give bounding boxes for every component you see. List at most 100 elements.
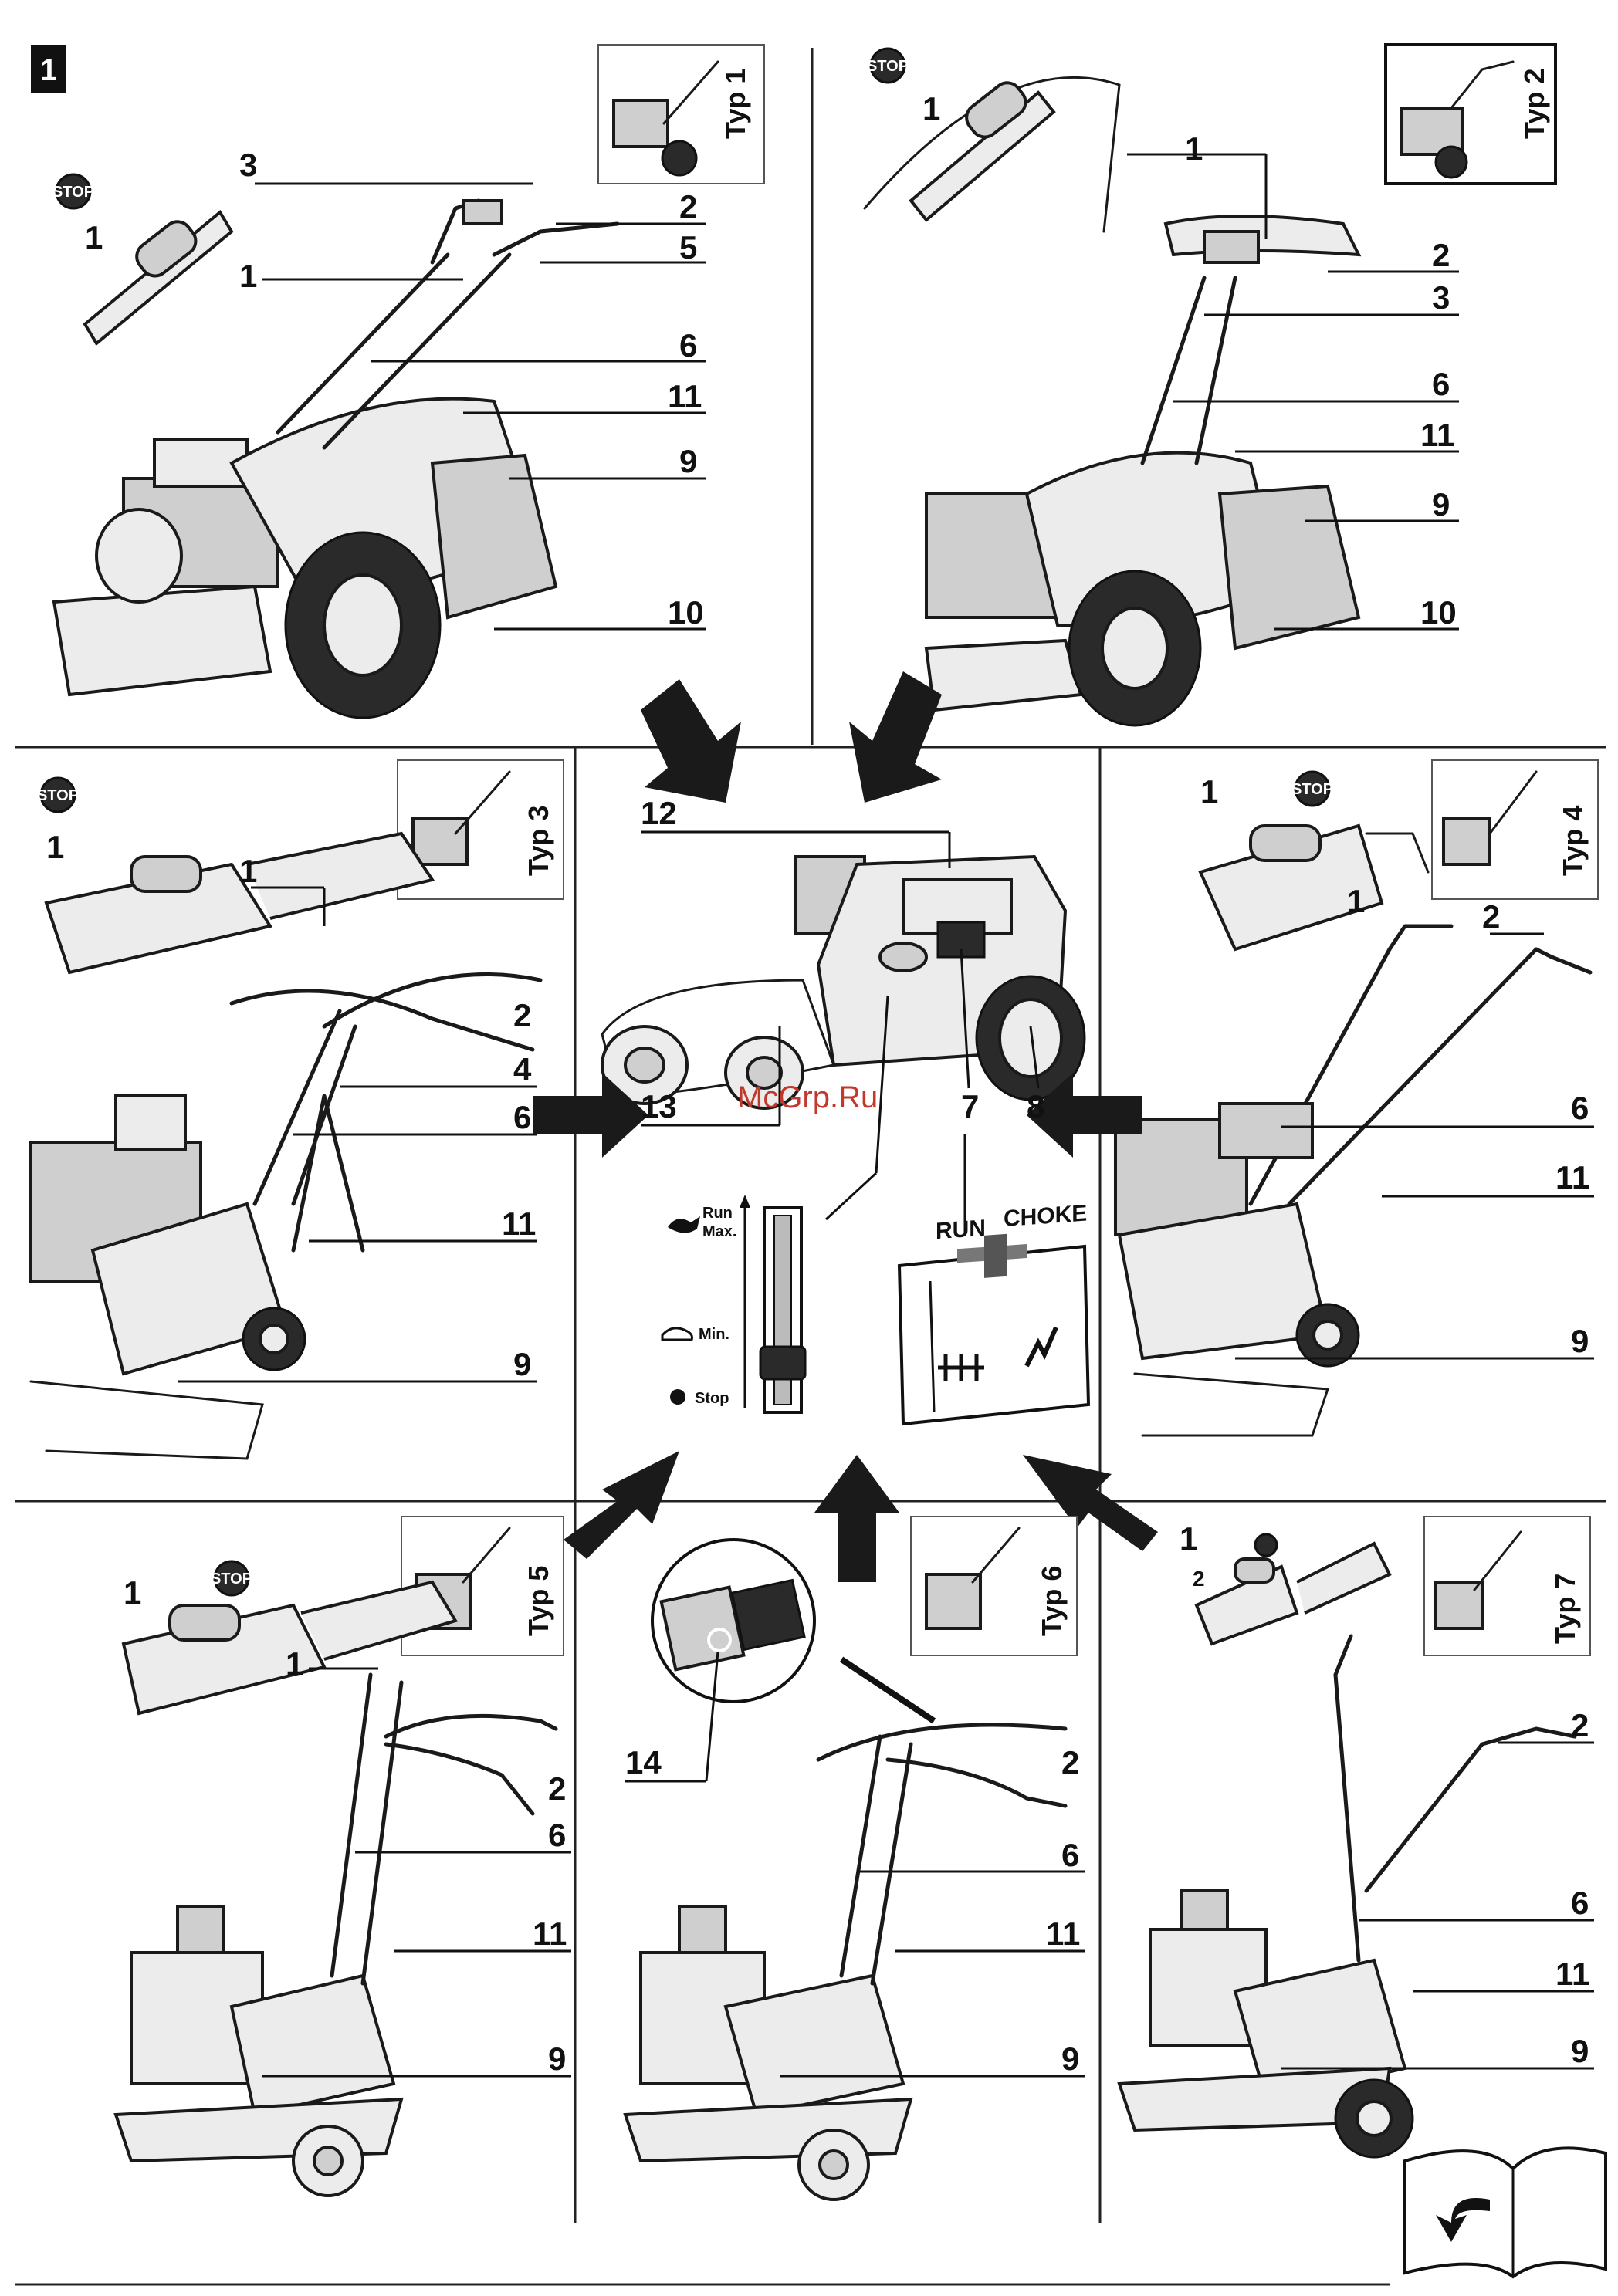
typ3-callout-1b: 1 xyxy=(239,853,257,889)
typ2-callout-6: 6 xyxy=(1432,366,1450,402)
typ7-tiller-illustration xyxy=(1119,1636,1575,2157)
panel-typ1: Typ 1 STOP 3 2 xyxy=(52,45,764,718)
typ3-callout-9: 9 xyxy=(513,1346,531,1382)
typ5-callout-2: 2 xyxy=(548,1770,566,1807)
typ6-thumbnail: Typ 6 xyxy=(911,1517,1077,1655)
typ1-callout-2: 2 xyxy=(679,188,697,225)
center-callout-12: 12 xyxy=(641,795,677,831)
center-callout-7: 7 xyxy=(961,1088,979,1124)
typ5-tiller-illustration xyxy=(116,1675,556,2196)
typ2-throttle-inset: STOP xyxy=(865,49,1119,232)
typ6-callout-11: 11 xyxy=(1046,1916,1080,1952)
typ1-label: Typ 1 xyxy=(719,69,751,139)
typ7-callout-2-small: 2 xyxy=(1193,1567,1205,1591)
typ3-tiller-illustration xyxy=(31,975,540,1459)
typ2-callout-11: 11 xyxy=(1420,417,1454,453)
typ4-callout-9: 9 xyxy=(1571,1323,1589,1359)
throttle-scale: Run Max. Min. Stop xyxy=(662,1195,805,1412)
choke-plate: RUN CHOKE xyxy=(899,1201,1088,1424)
typ5-label: Typ 5 xyxy=(523,1566,554,1636)
typ4-thumbnail: Typ 4 xyxy=(1432,760,1598,899)
watermark: McGrp.Ru xyxy=(737,1080,878,1114)
typ4-callout-2: 2 xyxy=(1482,898,1500,935)
svg-text:STOP: STOP xyxy=(211,1571,252,1588)
typ1-throttle-inset: STOP xyxy=(52,174,232,343)
typ4-callout-1a: 1 xyxy=(1200,773,1218,810)
typ5-callout-1b: 1 xyxy=(286,1645,303,1682)
throttle-lever xyxy=(760,1347,805,1379)
typ6-callout-2: 2 xyxy=(1061,1744,1079,1780)
typ6-switch-inset xyxy=(652,1540,934,1721)
typ7-callout-6: 6 xyxy=(1571,1885,1589,1921)
typ1-callout-9: 9 xyxy=(679,443,697,479)
throttle-max: Max. xyxy=(702,1223,736,1240)
typ7-throttle-inset xyxy=(1197,1534,1390,1644)
panel-typ2: Typ 2 STOP 1 1 2 3 xyxy=(865,45,1555,725)
typ6-label: Typ 6 xyxy=(1036,1566,1068,1636)
typ3-callout-2: 2 xyxy=(513,997,531,1033)
typ4-callout-1b: 1 xyxy=(1347,883,1365,919)
typ5-callout-6: 6 xyxy=(548,1817,566,1853)
typ7-callout-9: 9 xyxy=(1571,2033,1589,2069)
turtle-icon xyxy=(662,1328,692,1340)
typ3-callout-1a: 1 xyxy=(46,829,64,865)
typ3-callout-4: 4 xyxy=(513,1051,532,1087)
stop-icon xyxy=(670,1389,685,1405)
figure-number-box: 1 xyxy=(31,45,66,93)
typ6-callout-9: 9 xyxy=(1061,2041,1079,2077)
rabbit-icon xyxy=(668,1216,700,1233)
center-engine-panel: 12 13 7 8 Run Max. Min. xyxy=(533,671,1158,1582)
typ7-callout-11: 11 xyxy=(1555,1956,1589,1992)
throttle-run: Run xyxy=(702,1205,733,1222)
svg-text:STOP: STOP xyxy=(1291,781,1333,798)
page-turn-icon[interactable] xyxy=(1405,2148,1606,2277)
center-callout-8: 8 xyxy=(1027,1088,1044,1124)
typ3-callout-11: 11 xyxy=(502,1205,536,1242)
panel-typ7: Typ 7 1 2 2 6 11 xyxy=(1119,1517,1594,2157)
throttle-stop: Stop xyxy=(695,1390,729,1407)
typ3-throttle-inset: STOP xyxy=(37,778,432,972)
svg-text:STOP: STOP xyxy=(867,58,909,75)
typ7-thumbnail: Typ 7 xyxy=(1424,1517,1590,1655)
panel-typ5: Typ 5 STOP 1 1 2 6 11 xyxy=(116,1517,571,2196)
engine-illustration xyxy=(602,857,1085,1108)
typ1-callout-5: 5 xyxy=(679,229,697,265)
typ3-label: Typ 3 xyxy=(523,806,554,876)
typ1-callout-1b: 1 xyxy=(85,219,103,255)
typ2-label: Typ 2 xyxy=(1518,69,1550,139)
typ2-tiller-illustration xyxy=(926,216,1359,725)
typ1-callout-10: 10 xyxy=(668,594,704,631)
typ4-callout-6: 6 xyxy=(1571,1090,1589,1126)
typ2-callout-1b: 1 xyxy=(1185,130,1203,167)
svg-text:STOP: STOP xyxy=(37,787,79,804)
typ7-callout-2: 2 xyxy=(1571,1707,1589,1743)
pointer-arrows xyxy=(533,671,1158,1582)
typ2-callout-3: 3 xyxy=(1432,279,1450,316)
panel-typ3: Typ 3 STOP 1 1 2 4 xyxy=(31,760,564,1459)
typ2-thumbnail: Typ 2 xyxy=(1386,45,1555,184)
center-callout-13: 13 xyxy=(641,1088,677,1124)
choke-plate-run: RUN xyxy=(936,1216,986,1245)
throttle-min: Min. xyxy=(699,1326,729,1343)
typ5-callout-1a: 1 xyxy=(124,1574,141,1611)
typ2-callout-2: 2 xyxy=(1432,237,1450,273)
typ3-callout-6: 6 xyxy=(513,1099,531,1135)
typ6-tiller-illustration xyxy=(625,1725,1065,2200)
svg-text:STOP: STOP xyxy=(52,184,94,201)
choke-plate-choke: CHOKE xyxy=(1004,1201,1087,1233)
panel-typ6: Typ 6 14 2 6 11 xyxy=(625,1517,1085,2200)
typ1-callout-1a: 1 xyxy=(239,258,257,294)
figure-number: 1 xyxy=(40,53,57,87)
typ7-label: Typ 7 xyxy=(1549,1574,1581,1644)
typ4-callout-11: 11 xyxy=(1555,1159,1589,1195)
typ4-throttle-inset: STOP xyxy=(1200,772,1428,949)
typ2-callout-10: 10 xyxy=(1420,594,1457,631)
typ1-callout-6: 6 xyxy=(679,327,697,364)
typ1-callout-3: 3 xyxy=(239,147,257,183)
typ2-callout-9: 9 xyxy=(1432,486,1450,522)
typ2-callout-1a: 1 xyxy=(922,90,940,127)
typ6-callout-14: 14 xyxy=(625,1744,662,1780)
typ6-callout-6: 6 xyxy=(1061,1837,1079,1873)
typ1-callout-11: 11 xyxy=(668,378,702,414)
